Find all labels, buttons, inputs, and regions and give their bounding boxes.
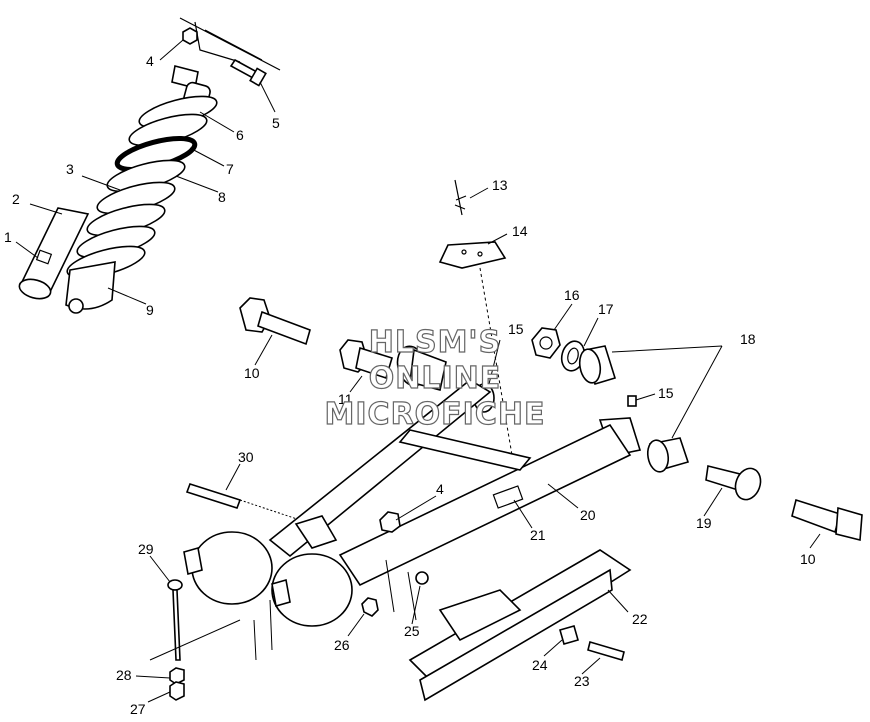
- callout-9: 9: [146, 302, 154, 318]
- callout-5: 5: [272, 115, 280, 131]
- callout-23: 23: [574, 673, 590, 689]
- nut-top: [182, 27, 198, 45]
- clamp-left: [191, 531, 273, 605]
- callout-7: 7: [226, 161, 234, 177]
- leader-lines: [15, 39, 821, 703]
- callout-24: 24: [532, 657, 548, 673]
- callout-26: 26: [334, 637, 350, 653]
- callout-14: 14: [512, 223, 528, 239]
- slide-rail: [408, 549, 632, 702]
- callout-27: 27: [130, 701, 146, 717]
- callout-1: 1: [4, 229, 12, 245]
- watermark-line-1: HLSM'S: [369, 325, 501, 360]
- callout-28: 28: [116, 667, 132, 683]
- swing-arm: [183, 379, 642, 661]
- callout-4-lower: 4: [436, 481, 444, 497]
- nut-16: [531, 327, 561, 359]
- callout-13: 13: [492, 177, 508, 193]
- callout-17: 17: [598, 301, 614, 317]
- callout-6: 6: [236, 127, 244, 143]
- callout-4-top: 4: [146, 53, 154, 69]
- watermark-line-3: MICROFICHE: [325, 397, 546, 432]
- callout-19: 19: [696, 515, 712, 531]
- callout-22: 22: [632, 611, 648, 627]
- callout-2: 2: [12, 191, 20, 207]
- callout-10-left: 10: [244, 365, 260, 381]
- clamp-right: [271, 553, 353, 627]
- callout-10-right: 10: [800, 551, 816, 567]
- plate-14: [438, 241, 507, 269]
- callout-21: 21: [530, 527, 546, 543]
- top-right-parts: [438, 179, 863, 542]
- callout-16: 16: [564, 287, 580, 303]
- watermark-line-2: ONLINE: [369, 361, 502, 396]
- callout-3: 3: [66, 161, 74, 177]
- lower-hardware: [149, 579, 241, 701]
- callout-29: 29: [138, 541, 154, 557]
- callout-20: 20: [580, 507, 596, 523]
- callout-15-center: 15: [508, 321, 524, 337]
- callout-18: 18: [740, 331, 756, 347]
- callout-8: 8: [218, 189, 226, 205]
- callout-11: 11: [338, 391, 353, 407]
- spring: [66, 95, 218, 279]
- shock-assembly: [18, 17, 281, 314]
- callout-30: 30: [238, 449, 254, 465]
- callout-15-right: 15: [658, 385, 674, 401]
- callout-labels: 4 5 6 7 8 3 2 1 9 10 11 13 14 15 16 17 1…: [4, 53, 816, 717]
- callout-25: 25: [404, 623, 420, 639]
- watermark: HLSM'S ONLINE MICROFICHE: [324, 324, 546, 432]
